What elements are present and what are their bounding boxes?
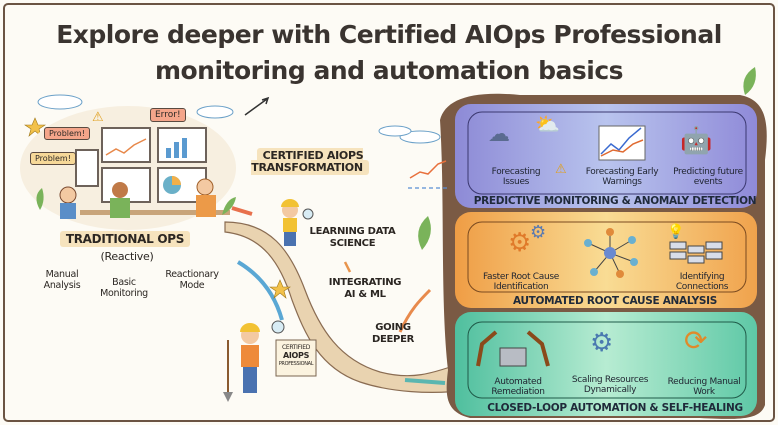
item-reducing-manual-work: Reducing Manual Work [667,377,741,397]
step-learning-data-science: LEARNING DATA SCIENCE [309,226,396,249]
arrow-icon [231,206,253,216]
speech-bubble: Problem! [30,152,76,165]
item-automated-remediation: Automated Remediation [491,377,545,397]
page-subtitle: monitoring and automation basics [154,56,624,85]
certificate-text: CERTIFIED AIOPS PROFESSIONAL [278,344,314,367]
arrow-icon [236,260,284,321]
warning-icon: ⚠ [92,110,104,125]
robot-arms-icon [476,330,550,367]
layer-title-predictive: PREDICTIVE MONITORING & ANOMALY DETECTIO… [473,195,757,207]
step-going-deeper: GOING DEEPER [371,322,415,345]
traditional-ops-subheading: (Reactive) [100,250,154,263]
speech-bubble: Problem! [44,127,90,140]
item-forecasting-early-warnings: Forecasting Early Warnings [585,167,659,187]
trait-reactionary-mode: Reactionary Mode [165,269,219,291]
trait-manual-analysis: Manual Analysis [43,269,81,291]
magnifier-icon [302,208,314,220]
trait-basic-monitoring: Basic Monitoring [100,277,148,299]
layer-title-root-cause: AUTOMATED ROOT CAUSE ANALYSIS [512,295,718,307]
item-faster-root-cause: Faster Root Cause Identification [482,272,560,292]
item-forecasting-issues: Forecasting Issues [491,167,541,187]
lightbulb-icon: 💡 [667,224,685,240]
item-identifying-connections: Identifying Connections [675,272,729,292]
sun-cloud-icon: ⛅ [535,112,560,136]
item-scaling-resources: Scaling Resources Dynamically [571,375,649,395]
traditional-ops-heading: TRADITIONAL OPS [55,231,195,247]
recycle-chart-icon: ⟳ [684,324,708,357]
gears-icon: ⚙ [508,228,532,258]
arrow-icon [404,378,446,385]
certificate-scroll [275,339,317,377]
item-predicting-future-events: Predicting future events [673,167,743,187]
scaling-gear-icon: ⚙ [590,328,614,358]
warning-icon: ⚠ [555,162,567,177]
servers-icon [669,241,723,264]
robot-icon: 🤖 [680,126,713,156]
layer-title-closed-loop: CLOSED-LOOP AUTOMATION & SELF-HEALING [487,402,743,414]
page-frame [3,3,775,422]
network-icon [584,228,638,278]
speech-bubble: Error! [150,108,186,122]
step-integrating-ai-ml: INTEGRATING AI & ML [328,277,402,300]
automation-band [455,312,757,416]
gear-icon: ⚙ [530,222,547,243]
rootcause-band [455,212,757,308]
storm-cloud-icon: ☁ [488,122,510,147]
line-chart-icon [598,125,646,161]
transformation-label: CERTIFIED AIOPS TRANSFORMATION [245,148,375,175]
page-title: Explore deeper with Certified AIOps Prof… [56,20,722,49]
arrow-icon [398,288,432,333]
